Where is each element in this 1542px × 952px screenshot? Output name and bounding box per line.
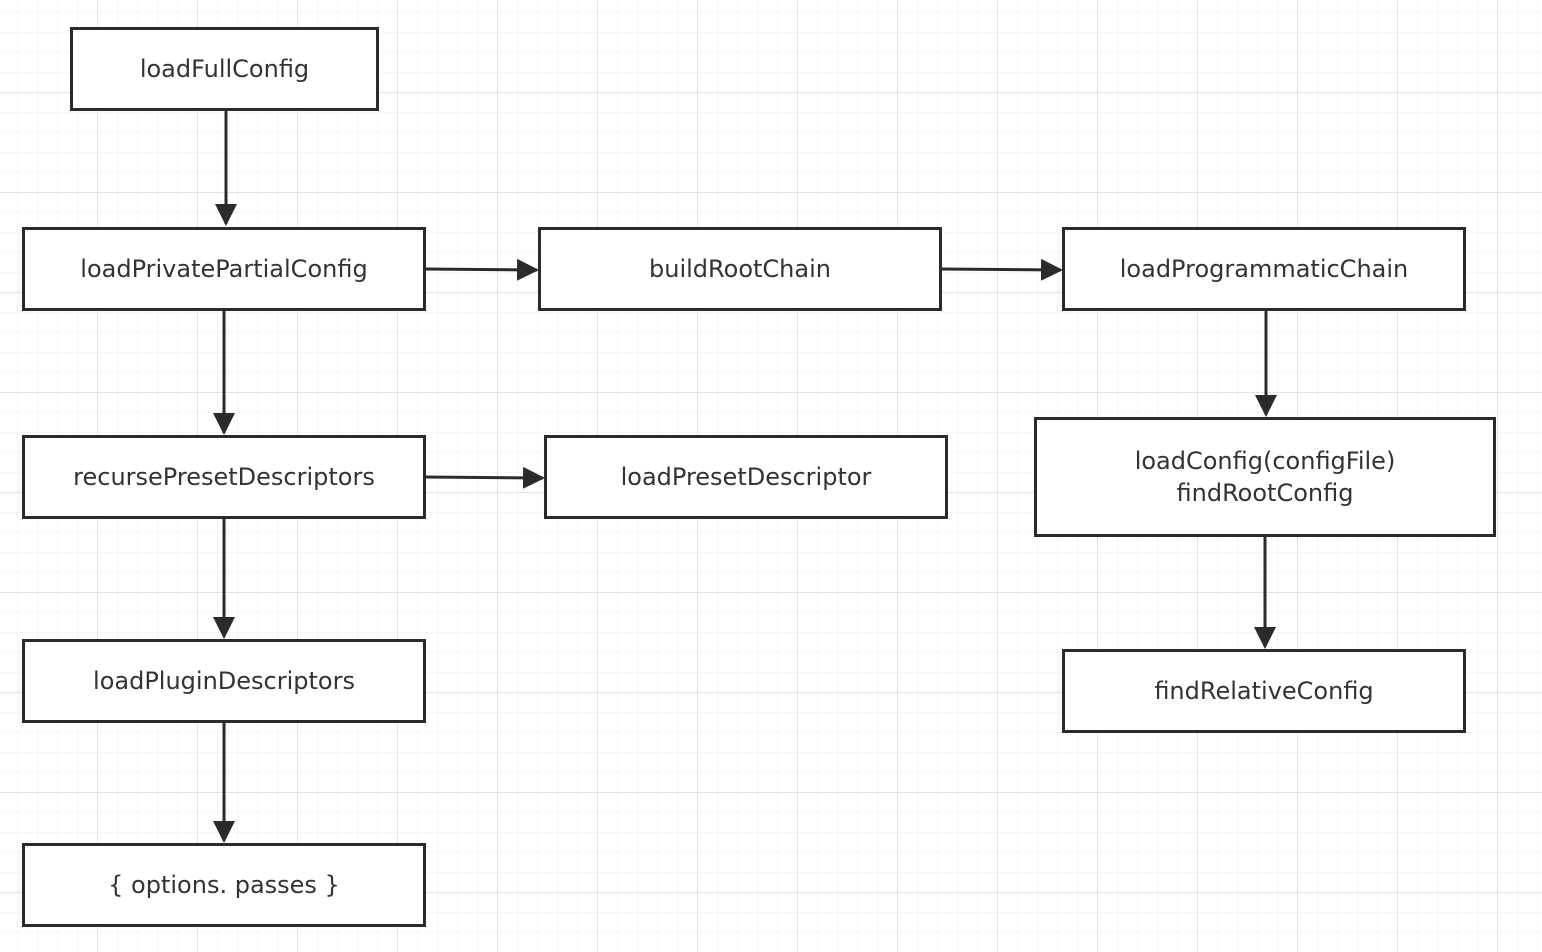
node-load-config: loadConfig(configFile) findRootConfig [1034, 417, 1496, 537]
node-label: recursePresetDescriptors [73, 463, 375, 491]
node-label: loadProgrammaticChain [1119, 255, 1409, 283]
node-label: loadPrivatePartialConfig [80, 255, 368, 283]
arrow-loadprivatepartialconfig-to-buildrootchain [424, 258, 539, 281]
node-label-line-1: loadConfig(configFile) [1134, 447, 1396, 475]
node-label-line-2: findRootConfig [1176, 479, 1354, 507]
node-label: loadFullConfig [139, 55, 310, 83]
node-load-programmatic-chain: loadProgrammaticChain [1062, 227, 1466, 311]
node-label: loadPluginDescriptors [93, 667, 355, 695]
node-label: loadPresetDescriptor [620, 463, 872, 491]
arrow-buildrootchain-to-loadprogrammaticchain [940, 258, 1063, 281]
node-load-private-partial-config: loadPrivatePartialConfig [22, 227, 426, 311]
node-build-root-chain: buildRootChain [538, 227, 942, 311]
node-recurse-preset-descriptors: recursePresetDescriptors [22, 435, 426, 519]
node-label: { options. passes } [108, 871, 340, 899]
node-load-plugin-descriptors: loadPluginDescriptors [22, 639, 426, 723]
node-load-preset-descriptor: loadPresetDescriptor [544, 435, 948, 519]
node-load-full-config: loadFullConfig [70, 27, 379, 111]
node-find-relative-config: findRelativeConfig [1062, 649, 1466, 733]
node-options-passes: { options. passes } [22, 843, 426, 927]
node-label: findRelativeConfig [1154, 677, 1374, 705]
node-label: buildRootChain [649, 255, 831, 283]
arrow-recursepresetdescriptors-to-loadpresetdescriptor [424, 466, 545, 489]
